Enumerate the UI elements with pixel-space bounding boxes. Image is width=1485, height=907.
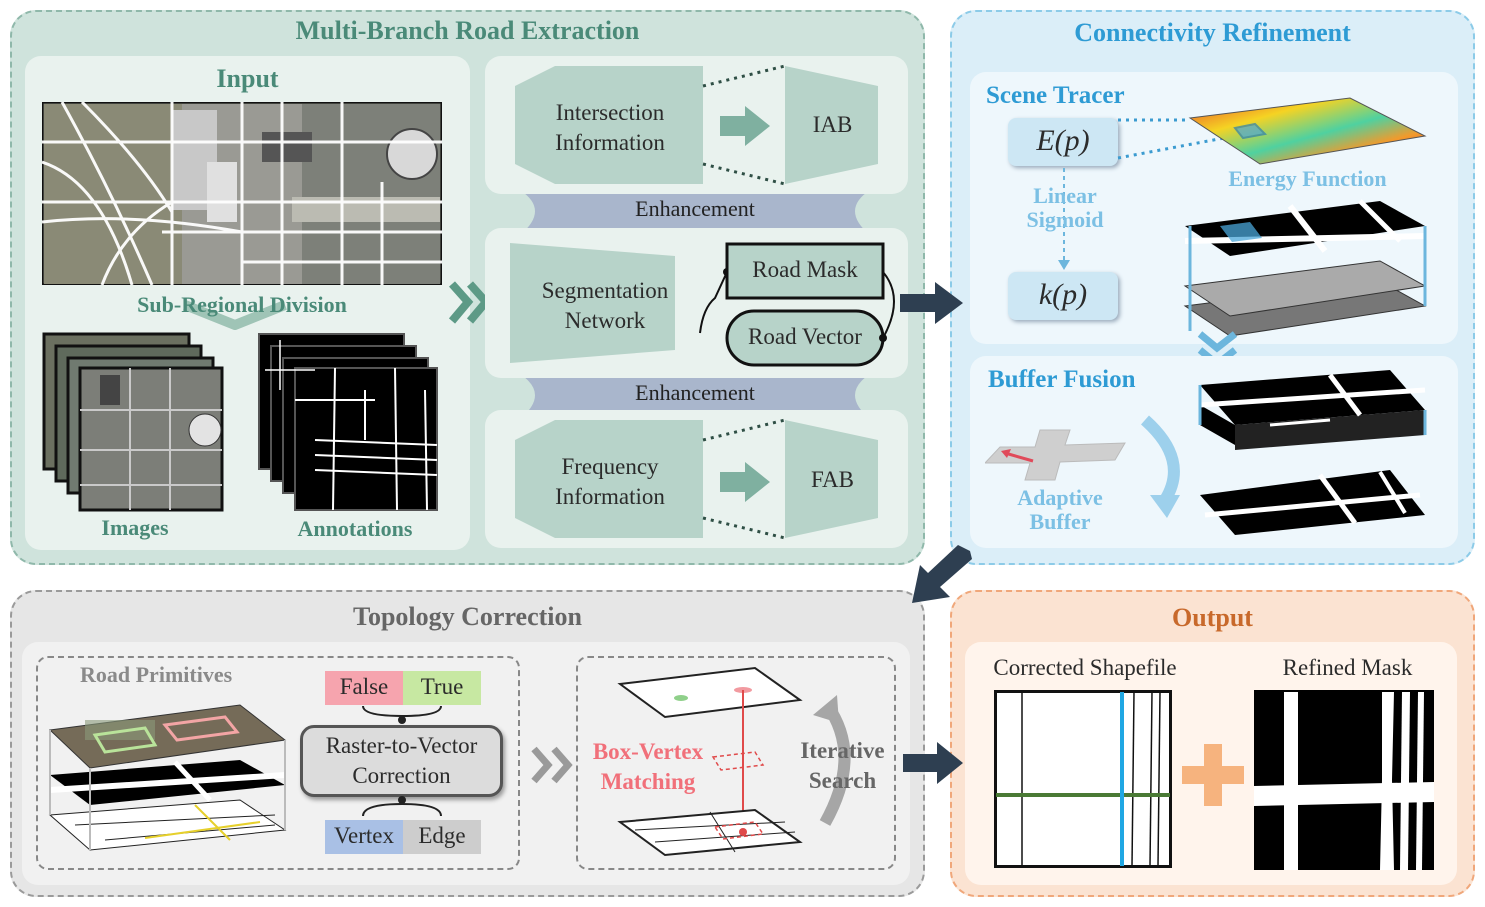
corrected-shapefile-label: Corrected Shapefile (993, 655, 1177, 680)
plus-icon (1182, 744, 1244, 806)
top-brace (362, 705, 442, 724)
bottom-brace (362, 796, 442, 817)
images-label: Images (101, 515, 169, 540)
chevron-down-icon (183, 300, 287, 330)
box-vertex-label: Box-Vertex Matching (592, 739, 704, 794)
box-vertex-planes (617, 666, 803, 857)
fab-branch-shapes (515, 418, 878, 540)
scene-tracer-links (1058, 118, 1241, 270)
enhancement-bottom-label: Enhancement (635, 380, 755, 405)
output-title: Output (1172, 603, 1253, 632)
buffer-fusion-title: Buffer Fusion (988, 366, 1136, 393)
sub-regional-label: Sub-Regional Division (137, 292, 347, 317)
arrow-to-connectivity (900, 282, 963, 324)
raster-to-vector-label: Raster-to-Vector Correction (325, 733, 478, 788)
true-chip (403, 671, 481, 705)
segmentation-shapes (510, 242, 895, 367)
iab-label: IAB (812, 112, 853, 137)
annotation-stack (258, 333, 438, 511)
chevron-right-icon (531, 746, 573, 784)
road-vector-label: Road Vector (748, 324, 862, 349)
road-primitives-title: Road Primitives (80, 662, 233, 687)
iab-branch-shapes (515, 64, 878, 186)
vertex-label: Vertex (333, 823, 395, 848)
iterative-search-label: Iterative Search (800, 738, 885, 793)
frequency-info-label: Frequency Information (555, 454, 665, 509)
input-title: Input (216, 64, 279, 93)
enhancement-band-bottom (520, 374, 870, 419)
topology-title: Topology Correction (353, 602, 582, 631)
road-mask-label: Road Mask (752, 257, 858, 282)
annotations-label: Annotations (297, 516, 413, 541)
refined-mask-label: Refined Mask (1282, 655, 1413, 680)
enhancement-band-top (520, 190, 870, 235)
fab-label: FAB (810, 467, 855, 492)
edge-label: Edge (418, 823, 466, 848)
fusion-curve-arrow (1140, 415, 1180, 518)
iterative-curve-arrow (813, 695, 851, 826)
true-label: True (420, 674, 464, 699)
connectivity-title: Connectivity Refinement (1074, 18, 1351, 47)
kp-box (1008, 272, 1118, 320)
false-label: False (339, 674, 389, 699)
energy-function-label: Energy Function (1228, 166, 1387, 191)
false-chip (325, 671, 403, 705)
aerial-image (42, 102, 442, 285)
buffer-layers (1198, 370, 1427, 535)
ep-box (1008, 118, 1118, 166)
energy-heatmap (1188, 97, 1427, 165)
segmentation-label: Segmentation Network (541, 278, 669, 333)
kp-label: k(p) (1038, 278, 1088, 311)
intersection-info-label: Intersection Information (555, 100, 665, 155)
adaptive-buffer-label: Adaptive Buffer (1017, 485, 1103, 534)
arrow-to-topology (912, 545, 972, 603)
road-primitive-layers (48, 704, 287, 851)
image-stack (42, 332, 224, 512)
scene-layers (1183, 199, 1427, 337)
linear-sigmoid-label: Linear Sigmoid (1026, 183, 1104, 232)
adaptive-buffer-cross (985, 429, 1126, 481)
raster-to-vector-box (300, 725, 503, 797)
enhancement-top-label: Enhancement (635, 196, 755, 221)
refined-mask-image (1254, 690, 1434, 870)
arrow-to-output (903, 742, 963, 784)
ep-label: E(p) (1036, 124, 1090, 157)
multi-branch-title: Multi-Branch Road Extraction (295, 16, 640, 45)
edge-chip (403, 820, 481, 854)
road-primitives-frame (36, 656, 520, 870)
corrected-shapefile-image (994, 690, 1172, 868)
vertex-chip (325, 820, 403, 854)
matching-frame (576, 656, 896, 870)
scene-tracer-title: Scene Tracer (986, 82, 1125, 109)
